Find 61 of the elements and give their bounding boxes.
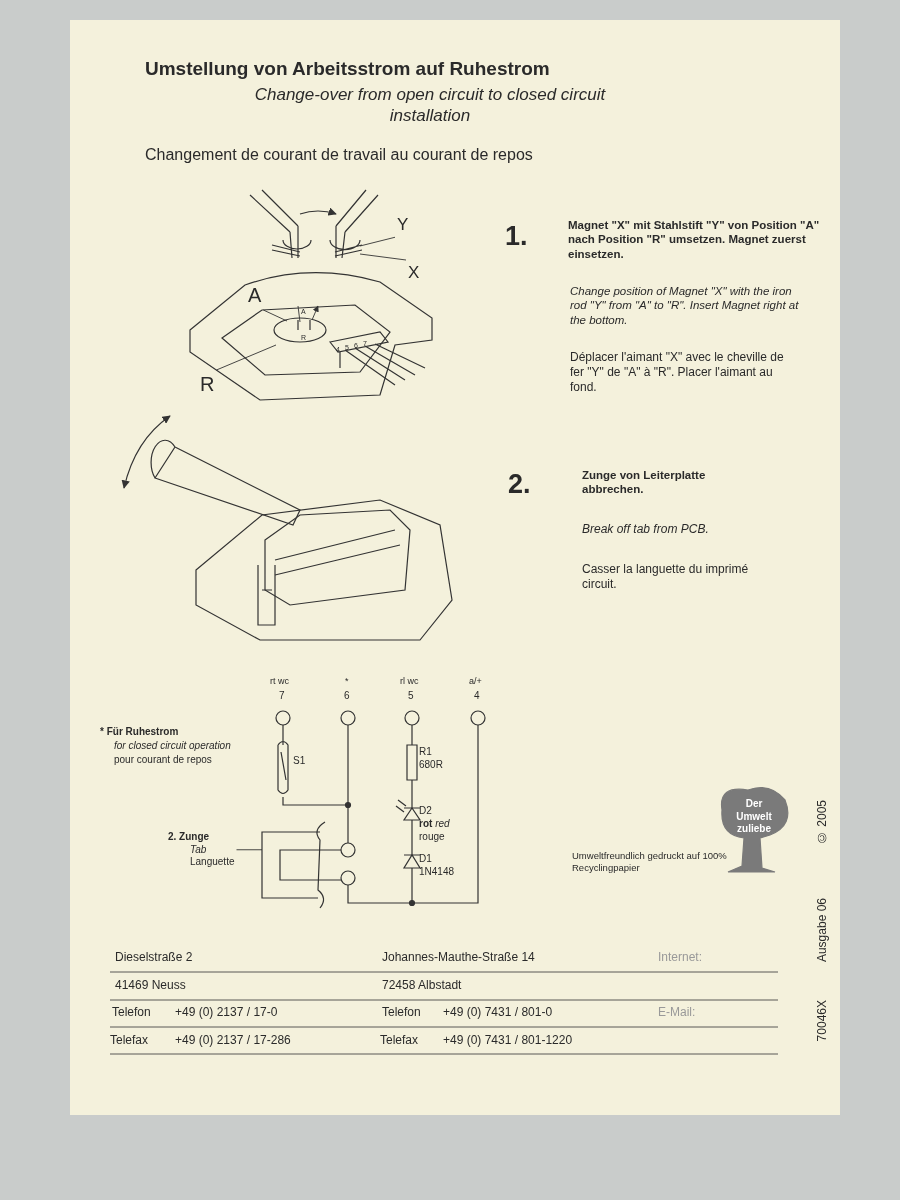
note-text: pour courant de repos — [114, 754, 212, 767]
component-label: D1 — [419, 853, 432, 866]
edition-note: Ausgabe 06 — [815, 898, 830, 963]
address-text: 41469 Neuss — [115, 978, 186, 993]
component-value: 1N4148 — [419, 866, 455, 879]
callout-text: Tab — [189, 843, 208, 856]
callout-text: Languette — [189, 856, 235, 869]
callout-letter: A — [248, 283, 262, 308]
address-text: Johannes-Mauthe-Straße 14 — [382, 950, 535, 965]
component-label: D2 — [419, 805, 432, 818]
component-value: rot red rouge — [419, 818, 451, 843]
fax-number: +49 (0) 2137 / 17-286 — [175, 1033, 291, 1048]
note-text: * Für Ruhestrom — [100, 726, 179, 739]
component-label: R1 — [419, 746, 432, 759]
terminal-label: rl wc — [400, 676, 419, 688]
address-text: Dieselstraße 2 — [115, 950, 193, 965]
instruction-text: Déplacer l'aimant "X" avec le cheville de fer "Y" de "A" à "R". Placer l'aimant au fond. — [570, 350, 785, 395]
instruction-text: Break off tab from PCB. — [582, 522, 709, 537]
callout-letter: X — [408, 262, 420, 284]
callout-letter: R — [200, 372, 215, 397]
instruction-text: Zunge von Leiterplatte abbrechen. — [582, 468, 707, 497]
leader-line — [359, 236, 396, 247]
address-text: 72458 Albstadt — [382, 978, 462, 993]
instruction-text: Casser la languette du imprimé circuit. — [582, 562, 750, 592]
field-label: Telefax — [110, 1033, 149, 1048]
callout-text: 2. Zunge — [168, 831, 211, 844]
edition-note: © 2005 — [815, 800, 830, 845]
note-text: Umweltfreundlich gedruckt auf 100% Recyclingpapier — [572, 850, 728, 874]
component-value: 680R — [419, 759, 443, 772]
terminal-number: 6 — [344, 690, 350, 703]
field-label: E-Mail: — [658, 1005, 696, 1020]
field-label: Internet: — [658, 950, 703, 965]
subtitle: Changement de courant de travail au courant de repos — [145, 145, 533, 165]
title: Umstellung von Arbeitsstrom auf Ruhestrom — [145, 57, 550, 81]
step-number: 2. — [508, 468, 531, 501]
badge-text: Der Umwelt zuliebe — [735, 798, 773, 836]
instruction-text: Change position of Magnet "X" with the iron rod "Y" from "A" to "R". Insert Magnet right at the bottom. — [570, 284, 800, 328]
subtitle: Change-over from open circuit to closed circuit installation — [253, 84, 607, 127]
leader-line — [262, 309, 288, 322]
terminal-number: 7 — [279, 690, 285, 703]
document-number: 70046X — [815, 1000, 830, 1042]
instruction-text: Magnet "X" mit Stahlstift "Y" von Position "A" nach Position "R" umsetzen. Magnet zuerst einsetzen. — [568, 218, 821, 262]
field-label: Telefon — [382, 1005, 421, 1020]
field-label: Telefon — [112, 1005, 151, 1020]
terminal-label: rt wc — [270, 676, 289, 688]
fax-number: +49 (0) 7431 / 801-1220 — [443, 1033, 573, 1048]
terminal-number: 4 — [474, 690, 480, 703]
terminal-number: 5 — [408, 690, 414, 703]
leader-line — [359, 253, 407, 261]
phone-number: +49 (0) 2137 / 17-0 — [175, 1005, 278, 1020]
callout-letter: Y — [397, 214, 409, 236]
step-number: 1. — [505, 220, 528, 253]
tab-symbol — [261, 831, 342, 899]
note-text: for closed circuit operation — [114, 740, 231, 753]
component-label: S1 — [293, 755, 306, 768]
phone-number: +49 (0) 7431 / 801-0 — [443, 1005, 553, 1020]
field-label: Telefax — [380, 1033, 419, 1048]
leader-line — [216, 344, 277, 371]
terminal-label: * — [345, 676, 349, 688]
leader-line — [236, 849, 263, 851]
terminal-label: a/+ — [469, 676, 482, 688]
